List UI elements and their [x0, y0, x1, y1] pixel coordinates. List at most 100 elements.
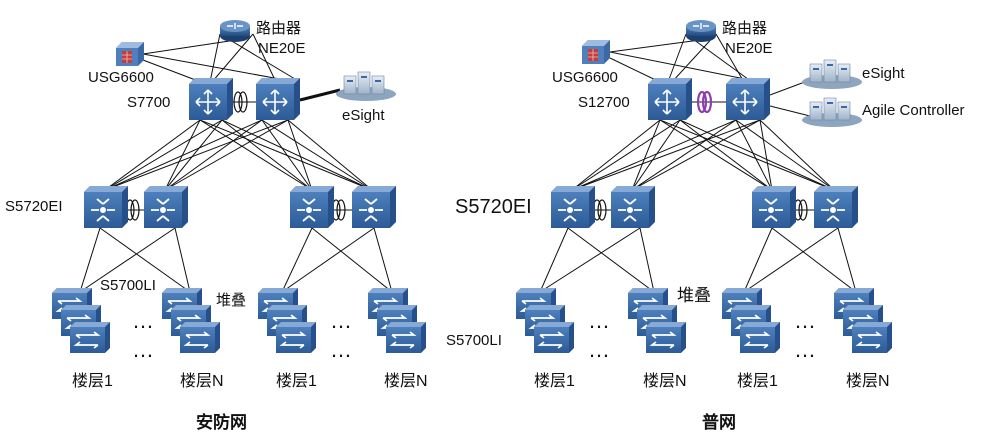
stack-link-icon — [130, 199, 140, 221]
aggregation-switch-icon — [352, 186, 396, 228]
link-line — [252, 33, 277, 83]
link-line — [142, 53, 297, 83]
link-line — [743, 227, 839, 293]
access-switch-stacks — [516, 288, 892, 353]
link-line — [679, 119, 773, 191]
access-switch-icon — [386, 322, 426, 353]
link-line — [571, 119, 681, 191]
core-switch-icon — [256, 78, 300, 120]
link-line — [211, 33, 254, 83]
link-line — [104, 119, 201, 191]
stack-link-icon — [336, 199, 346, 221]
link-line — [735, 119, 773, 191]
server-icon — [802, 59, 862, 89]
access-switch-label: S5700LI — [446, 332, 502, 349]
esight-label: eSight — [342, 107, 385, 124]
ellipsis: … — [588, 308, 610, 333]
links-general-network — [539, 33, 857, 293]
stack-link-icon — [238, 91, 248, 113]
link-line — [679, 119, 835, 191]
link-line — [99, 227, 191, 293]
floor-label: 楼层N — [384, 372, 428, 390]
link-line — [715, 33, 745, 83]
core-switch-label: S7700 — [127, 94, 170, 111]
core-switch-label: S12700 — [578, 94, 630, 111]
links-security-network — [79, 33, 393, 293]
link-line — [659, 119, 773, 191]
core-switch-icon — [189, 78, 233, 120]
firewall-label: USG6600 — [552, 69, 618, 86]
access-switch-icon — [276, 322, 316, 353]
link-line — [164, 119, 289, 191]
floor-label: 楼层N — [643, 372, 687, 390]
core-switch-icon — [648, 78, 692, 120]
link-line — [281, 227, 375, 293]
link-line — [539, 227, 641, 293]
link-line — [735, 119, 835, 191]
link-line — [631, 119, 761, 191]
access-switch-icon — [740, 322, 780, 353]
access-switch-icon — [852, 322, 892, 353]
floor-label: 楼层1 — [534, 372, 575, 390]
link-line — [631, 119, 737, 191]
link-line — [759, 119, 773, 191]
access-switch-icon — [180, 322, 220, 353]
link-line — [631, 119, 661, 191]
access-switch-label: S5700LI — [100, 277, 156, 294]
esight-label: eSight — [862, 65, 905, 82]
server-icon — [336, 71, 396, 101]
diagram-title: 普网 — [702, 412, 736, 433]
access-switch-icon — [70, 322, 110, 353]
link-line — [219, 33, 301, 83]
floor-label: 楼层1 — [737, 372, 778, 390]
ellipsis: … — [330, 308, 352, 333]
link-line — [571, 119, 761, 191]
server-icon — [802, 97, 862, 127]
link-line — [609, 51, 761, 83]
floor-label: 楼层N — [846, 372, 890, 390]
link-line — [287, 119, 373, 191]
firewall-icon — [582, 40, 610, 64]
link-line — [567, 227, 655, 293]
floor-label: 楼层1 — [276, 372, 317, 390]
firewall-label: USG6600 — [88, 69, 154, 86]
link-line — [769, 105, 811, 117]
link-line — [667, 33, 687, 83]
link-line — [199, 119, 313, 191]
link-line — [609, 39, 701, 53]
link-line — [199, 119, 373, 191]
router-model-label: NE20E — [725, 40, 773, 57]
aggregation-switch-icon — [290, 186, 334, 228]
link-line — [174, 227, 191, 293]
router-icon — [220, 20, 250, 42]
link-line — [743, 227, 773, 293]
ellipsis: … — [330, 337, 352, 362]
link-line — [281, 227, 313, 293]
diagram-title: 安防网 — [196, 412, 247, 433]
aggregation-switch-icon — [611, 186, 655, 228]
aggregation-switch-icon — [814, 186, 858, 228]
link-line — [771, 227, 857, 293]
link-line — [261, 119, 313, 191]
link-line — [311, 227, 393, 293]
link-line — [261, 119, 373, 191]
link-line — [164, 119, 223, 191]
link-line — [104, 119, 263, 191]
link-line — [571, 119, 737, 191]
core-switch-icon — [726, 78, 770, 120]
link-line — [837, 227, 857, 293]
router-icon — [686, 20, 716, 42]
link-line — [373, 227, 393, 293]
stack-link-icon — [233, 91, 243, 113]
aggregation-switch-icon — [144, 186, 188, 228]
floor-label: 楼层1 — [72, 372, 113, 390]
aggregation-switch-label: S5720EI — [455, 196, 532, 218]
link-line — [659, 119, 835, 191]
link-line — [221, 119, 373, 191]
link-line — [79, 227, 101, 293]
link-line — [671, 33, 717, 83]
aggregation-switch-icon — [551, 186, 595, 228]
security-network-diagram: 路由器 NE20E USG6600 S7700 — [5, 20, 428, 433]
access-switch-stacks — [52, 288, 426, 353]
